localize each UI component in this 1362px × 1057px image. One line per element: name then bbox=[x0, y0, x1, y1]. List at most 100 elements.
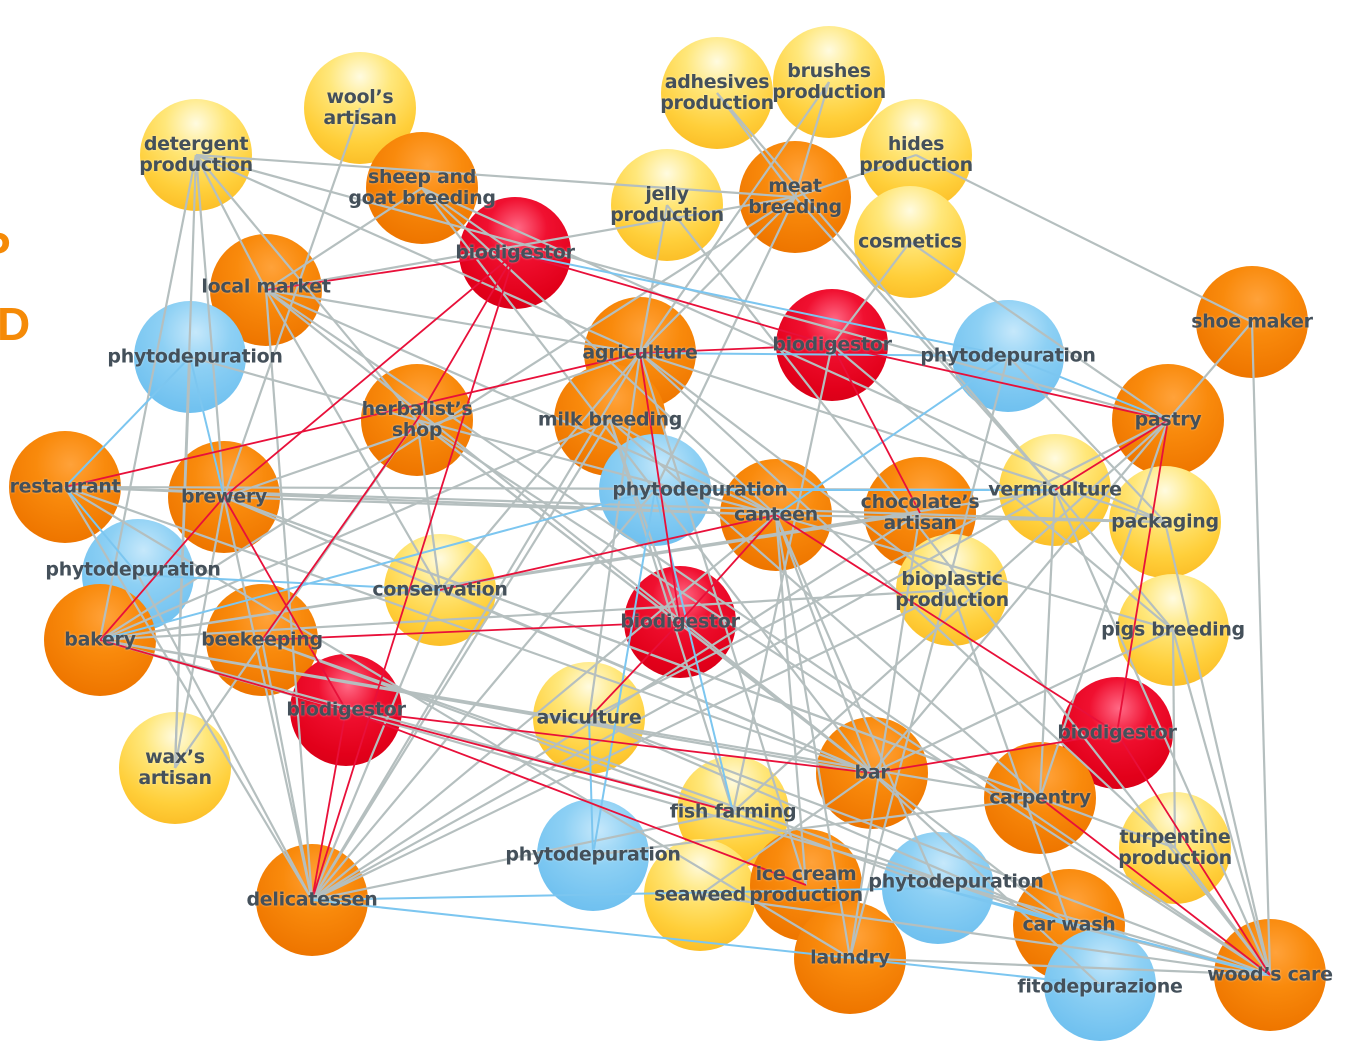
red-edge bbox=[1039, 797, 1271, 976]
node-label: phytodepuration bbox=[45, 558, 221, 581]
gray-edge bbox=[732, 419, 1169, 813]
gray-edge bbox=[265, 289, 873, 774]
node-label: biodigestor bbox=[772, 333, 892, 356]
blue-edge bbox=[189, 356, 225, 498]
gray-edge bbox=[311, 489, 1056, 901]
gray-edge bbox=[831, 241, 911, 346]
gray-edge bbox=[99, 488, 1056, 642]
red-edge bbox=[439, 514, 777, 591]
gray-edge bbox=[195, 153, 796, 199]
red-edge bbox=[775, 514, 1118, 734]
red-edge bbox=[679, 514, 777, 623]
red-edge bbox=[99, 639, 347, 711]
gray-edge bbox=[265, 288, 641, 355]
node-label: canteen bbox=[734, 503, 818, 526]
node-label: laundry bbox=[810, 946, 890, 969]
gray-edge bbox=[849, 956, 1271, 977]
gray-edge bbox=[588, 419, 1169, 719]
red-edge bbox=[64, 352, 641, 488]
gray-edge bbox=[265, 289, 1271, 976]
node-label: meat breeding bbox=[748, 175, 842, 218]
gray-edge bbox=[64, 485, 873, 775]
gray-edge bbox=[588, 716, 1070, 927]
gray-edge bbox=[311, 419, 611, 901]
node-label: phytodepuration bbox=[107, 345, 283, 368]
blue-edge bbox=[639, 352, 1009, 357]
node-label: seaweed bbox=[654, 883, 746, 906]
node-label: cosmetics bbox=[858, 230, 962, 253]
gray-edge bbox=[99, 418, 611, 642]
node-label: pigs breeding bbox=[1101, 618, 1245, 641]
gray-edge bbox=[310, 589, 442, 901]
gray-edge bbox=[261, 638, 1070, 927]
gray-edge bbox=[793, 81, 831, 198]
blue-edge bbox=[311, 899, 1101, 986]
gray-edge bbox=[194, 154, 226, 498]
blue-edge bbox=[1007, 355, 1169, 421]
gray-edge bbox=[588, 716, 1271, 977]
gray-edge bbox=[609, 419, 777, 516]
node-label: hides production bbox=[859, 133, 973, 176]
gray-edge bbox=[1038, 419, 1170, 799]
gray-edge bbox=[731, 344, 834, 813]
gray-edge bbox=[1163, 521, 1272, 976]
node-label: bar bbox=[854, 761, 890, 784]
red-edge bbox=[588, 621, 681, 719]
gray-edge bbox=[311, 489, 656, 901]
node-label: wool’s artisan bbox=[323, 86, 397, 129]
gray-edge bbox=[871, 629, 1174, 774]
node-label: herbalist’s shop bbox=[361, 398, 473, 441]
gray-edge bbox=[699, 893, 1271, 977]
gray-edge bbox=[173, 356, 192, 769]
red-edge bbox=[639, 344, 833, 354]
gray-edge bbox=[311, 810, 734, 902]
node-label: detergent production bbox=[139, 133, 253, 176]
gray-edge bbox=[639, 352, 953, 591]
gray-edge bbox=[608, 419, 682, 623]
blue-edge bbox=[588, 717, 594, 856]
red-edge bbox=[1116, 419, 1169, 734]
gray-edge bbox=[264, 289, 314, 901]
gray-edge bbox=[871, 772, 1101, 986]
gray-edge bbox=[265, 288, 777, 517]
node-label: milk breeding bbox=[537, 408, 683, 431]
node-label: sheep and goat breeding bbox=[348, 166, 496, 209]
node-label: phytodepuration bbox=[920, 344, 1096, 367]
gray-edge bbox=[666, 204, 1271, 976]
blue-edge bbox=[592, 489, 656, 856]
gray-edge bbox=[265, 289, 441, 591]
red-edge bbox=[514, 252, 833, 346]
node-label: jelly production bbox=[610, 183, 724, 226]
gray-edge bbox=[1250, 321, 1272, 976]
gray-edge bbox=[261, 638, 939, 890]
red-edge bbox=[311, 252, 516, 901]
red-edge bbox=[261, 419, 418, 641]
node-label: shoe maker bbox=[1191, 310, 1313, 333]
node-label: car wash bbox=[1022, 913, 1116, 936]
gray-edge bbox=[1171, 629, 1177, 849]
partial-heading-letter: P bbox=[0, 222, 11, 276]
node-label: beekeeping bbox=[201, 628, 323, 651]
blue-edge bbox=[137, 574, 441, 591]
gray-edge bbox=[222, 496, 314, 901]
gray-edge bbox=[915, 154, 1253, 323]
gray-edge bbox=[638, 352, 808, 886]
red-edge bbox=[345, 709, 873, 774]
node-label: carpentry bbox=[989, 786, 1091, 809]
red-edge bbox=[99, 496, 225, 641]
red-edge bbox=[261, 621, 681, 641]
blue-edge bbox=[775, 355, 1009, 516]
node-label: turpentine production bbox=[1118, 826, 1232, 869]
gray-edge bbox=[99, 588, 953, 642]
node-label: bakery bbox=[64, 628, 136, 651]
blue-edge bbox=[937, 887, 1271, 976]
red-edge bbox=[1116, 732, 1271, 976]
gray-edge bbox=[416, 418, 777, 517]
gray-edge bbox=[950, 589, 1071, 926]
node-label: biodigestor bbox=[286, 698, 406, 721]
node-label: conservation bbox=[372, 578, 508, 601]
gray-edge bbox=[260, 639, 314, 901]
blue-edge bbox=[64, 356, 191, 488]
node-label: delicatessen bbox=[246, 888, 378, 911]
